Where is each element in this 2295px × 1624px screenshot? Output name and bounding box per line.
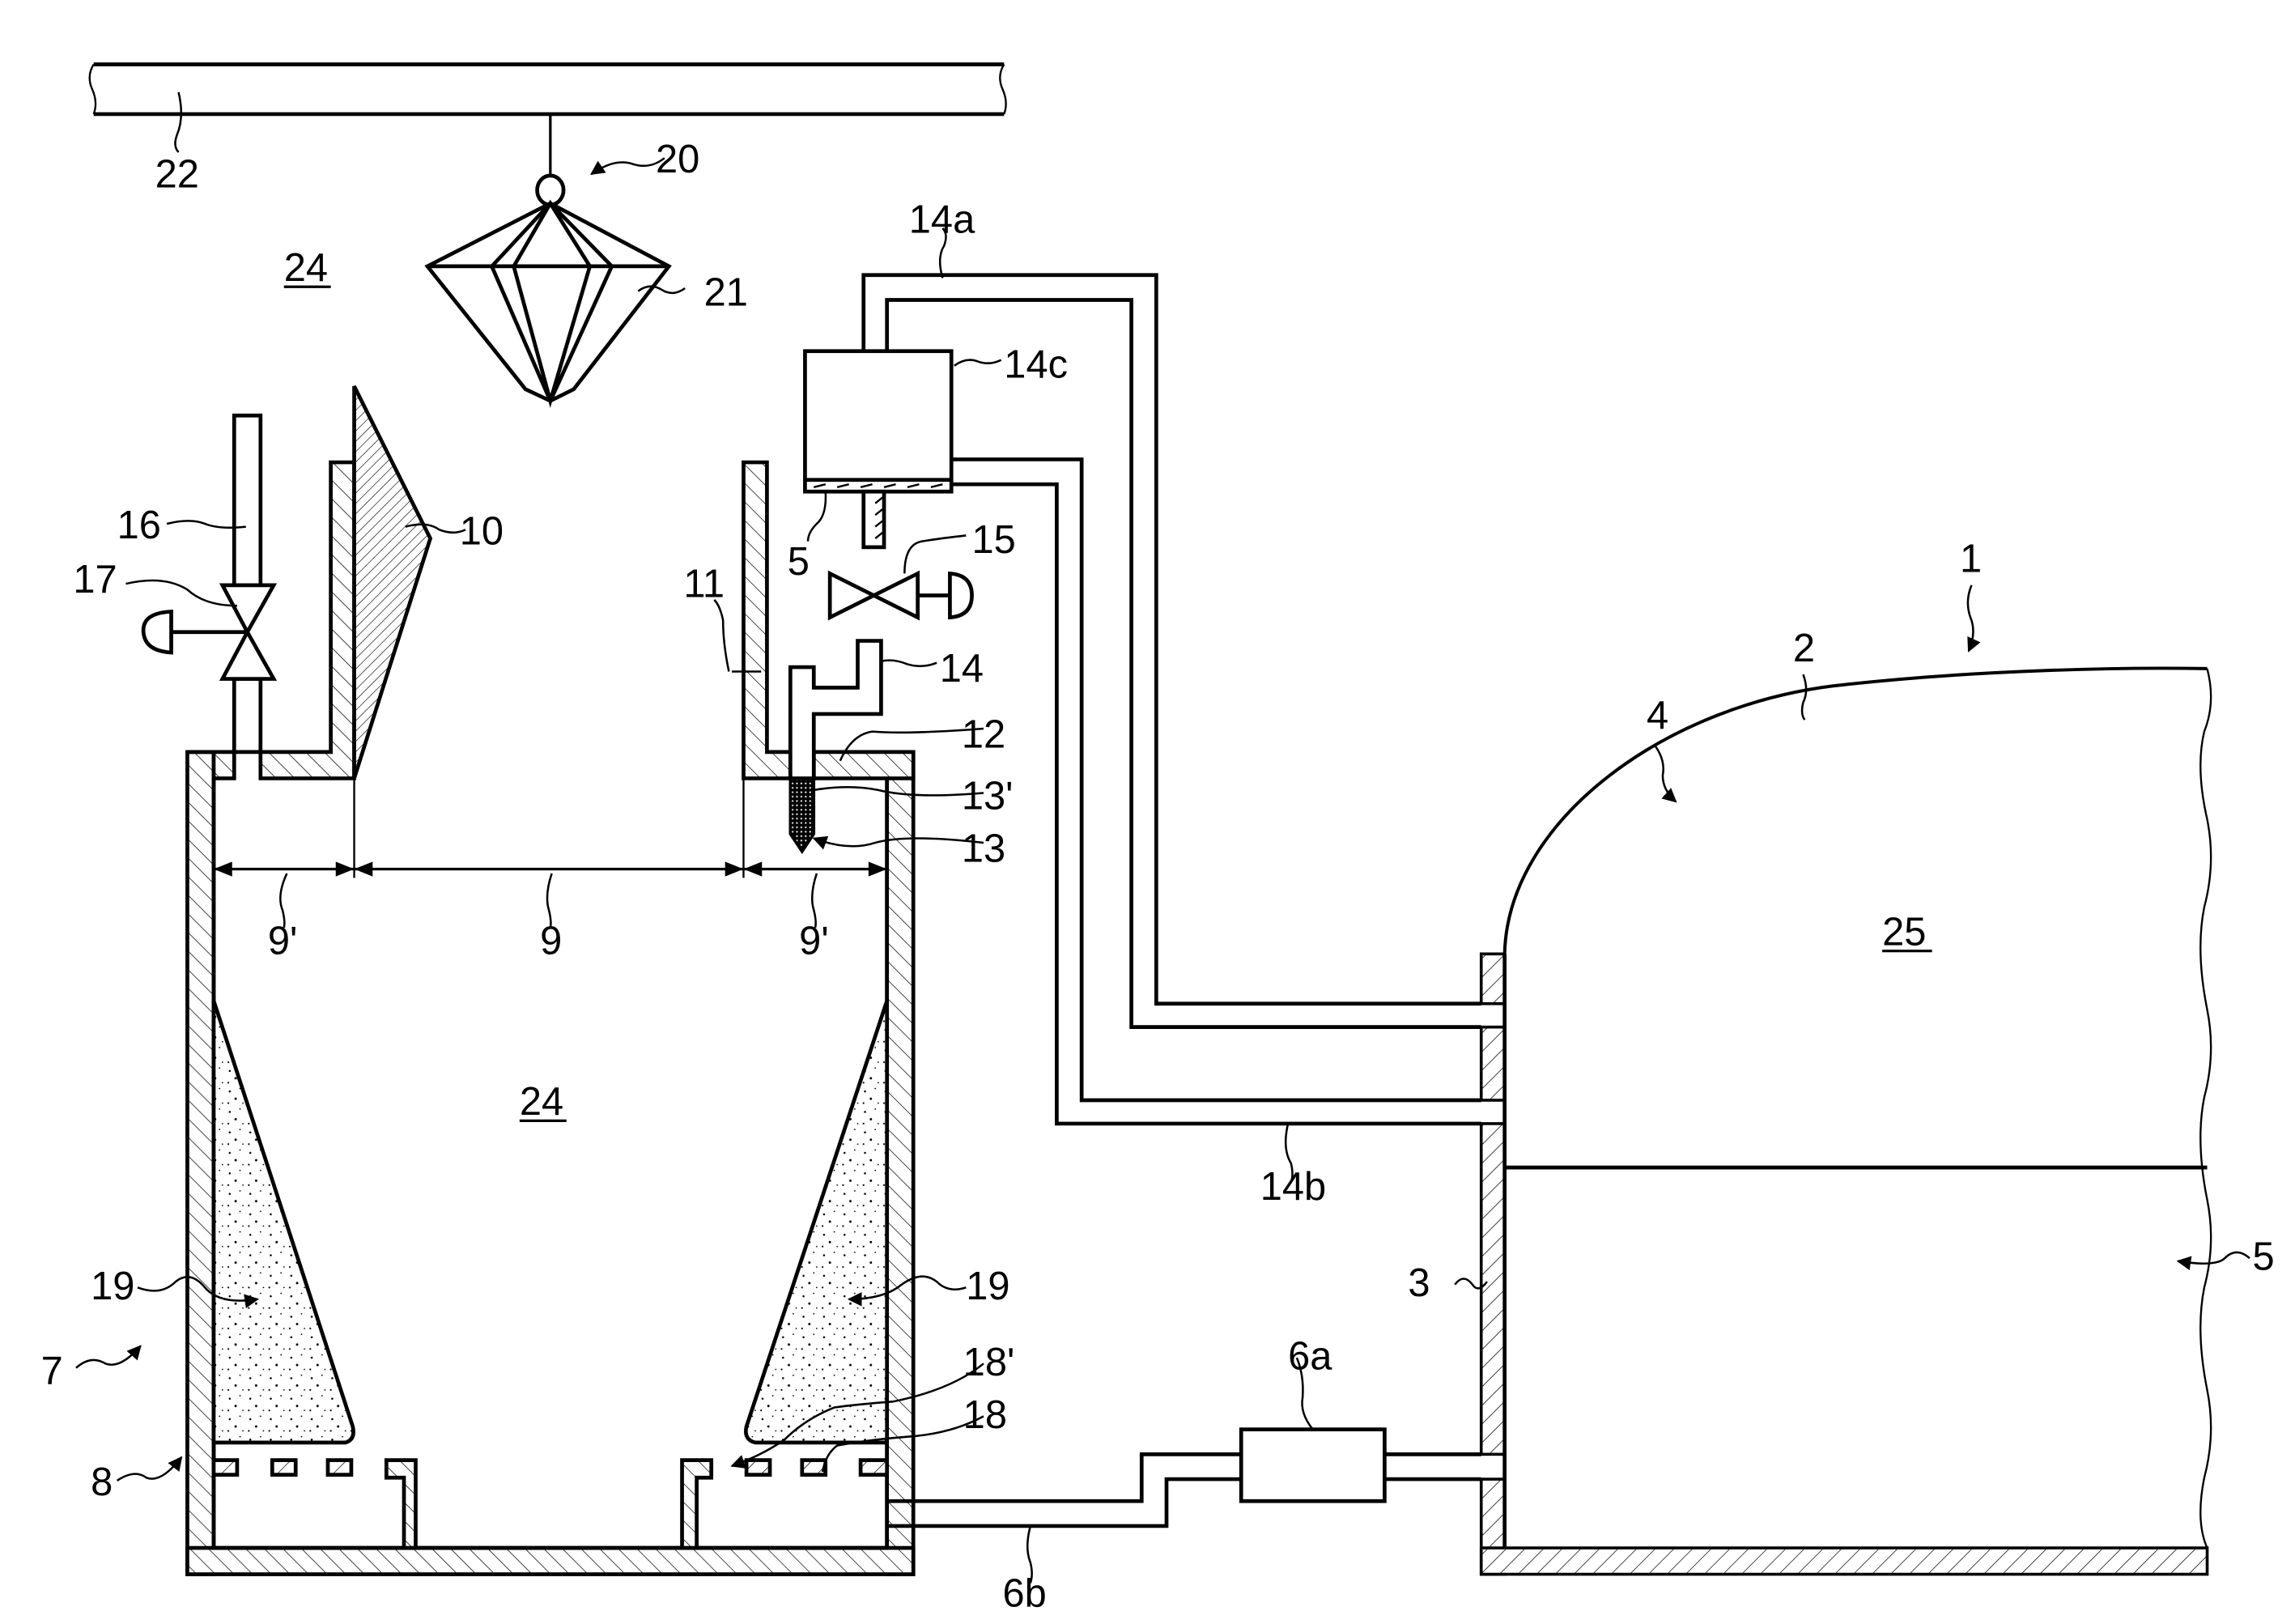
label-17: 17 <box>73 558 117 602</box>
injector-13 <box>788 639 883 855</box>
disperser-21 <box>424 113 672 408</box>
label-13: 13 <box>962 827 1005 870</box>
label-3: 3 <box>1408 1261 1430 1305</box>
label-24-vessel: 24 <box>520 1080 563 1124</box>
label-5-tank: 5 <box>2253 1235 2275 1279</box>
label-18: 18 <box>963 1393 1007 1437</box>
pipe-14a <box>861 273 1481 1030</box>
dimension-lines <box>213 778 887 929</box>
label-14a: 14a <box>909 198 975 241</box>
label-21: 21 <box>704 271 748 315</box>
label-18p: 18' <box>963 1341 1015 1384</box>
bed-19-right <box>744 1000 890 1445</box>
pipe-6b <box>886 1452 1242 1528</box>
label-12: 12 <box>962 712 1005 756</box>
reference-labels: 22 20 24 21 14a 14c 16 17 10 5 15 11 14 … <box>41 138 2275 1615</box>
label-14: 14 <box>940 647 984 691</box>
pipe-14b <box>951 457 1481 1126</box>
label-8: 8 <box>91 1460 113 1504</box>
label-14c: 14c <box>1004 342 1068 386</box>
label-19-left: 19 <box>91 1265 134 1308</box>
tank-1 <box>1479 666 2212 1576</box>
label-6a: 6a <box>1288 1335 1332 1379</box>
leader-lines <box>75 157 2250 1584</box>
label-9p-left: 9' <box>268 919 297 963</box>
label-2: 2 <box>1793 627 1815 670</box>
bed-19-left <box>211 1000 355 1445</box>
label-9p-right: 9' <box>799 919 828 963</box>
label-1: 1 <box>1960 538 1982 581</box>
label-16: 16 <box>117 504 161 547</box>
label-19-right: 19 <box>966 1265 1009 1308</box>
label-15: 15 <box>972 518 1016 562</box>
label-9: 9 <box>540 919 562 963</box>
valve-15 <box>827 570 974 621</box>
label-5-box: 5 <box>788 540 810 584</box>
label-4: 4 <box>1647 694 1668 738</box>
deflector-10 <box>352 385 433 780</box>
label-22: 22 <box>155 152 199 196</box>
pump-6a <box>1239 1427 1387 1503</box>
label-10: 10 <box>460 509 504 553</box>
label-7: 7 <box>41 1350 63 1393</box>
pipe-6a <box>1384 1452 1481 1482</box>
rail-22 <box>88 62 1007 153</box>
label-14b: 14b <box>1260 1165 1326 1209</box>
label-20: 20 <box>656 138 699 181</box>
label-24-top: 24 <box>284 246 328 290</box>
pipe-16 <box>141 413 278 755</box>
label-11: 11 <box>683 562 725 606</box>
box-14c <box>803 349 954 550</box>
label-25: 25 <box>1882 910 1926 954</box>
label-13p: 13' <box>962 774 1014 818</box>
label-6b: 6b <box>1003 1571 1047 1615</box>
grate-18 <box>211 1458 890 1477</box>
